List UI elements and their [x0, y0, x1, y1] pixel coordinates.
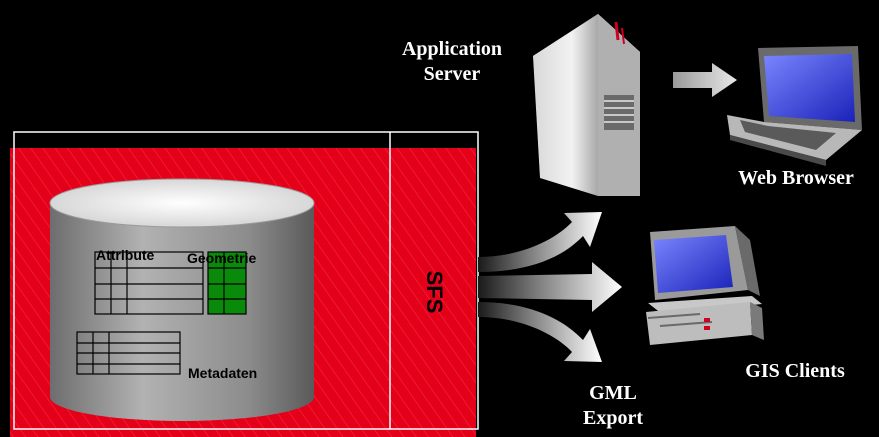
- geometrie-label: Geometrie: [187, 250, 257, 266]
- attribute-label: Attribute: [96, 247, 155, 263]
- desktop-pc-icon: [646, 226, 764, 345]
- arrow-right-icon: [673, 63, 737, 97]
- metadaten-label: Metadaten: [188, 365, 258, 381]
- metadata-table: [76, 331, 181, 375]
- gis-clients-label: GIS Clients: [745, 360, 845, 382]
- server-tower-icon: [533, 14, 640, 196]
- web-browser-label: Web Browser: [738, 167, 854, 189]
- app-server-label-line1: Application: [401, 38, 503, 60]
- app-server-label-line2: Server: [423, 63, 481, 85]
- geometry-cells: [207, 251, 247, 315]
- laptop-icon: [727, 46, 862, 166]
- app-server-label: Application Server: [378, 37, 526, 87]
- arrow-fan-icon: [478, 212, 622, 362]
- database-cylinder-icon: [49, 178, 315, 421]
- gml-export-label: GML Export: [568, 381, 658, 431]
- sfs-label: SFS: [422, 270, 447, 314]
- attribute-table: [94, 251, 204, 315]
- gml-export-label-line1: GML: [589, 382, 637, 404]
- gml-export-label-line2: Export: [583, 407, 643, 429]
